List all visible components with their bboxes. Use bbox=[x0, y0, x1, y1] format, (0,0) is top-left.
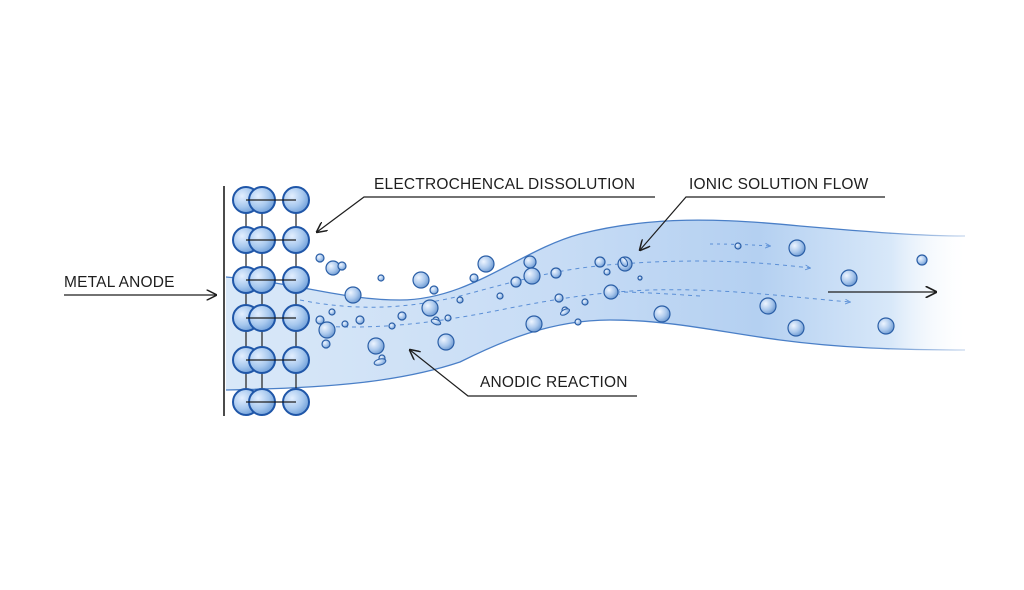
ion-particle bbox=[337, 261, 347, 271]
ion-particle bbox=[318, 321, 336, 339]
ion-particle bbox=[437, 333, 455, 351]
ion-particle bbox=[523, 267, 541, 285]
ion-particle bbox=[734, 242, 742, 250]
dissolved-ions bbox=[315, 239, 928, 366]
ion-particle bbox=[554, 293, 564, 303]
ion-particle bbox=[412, 271, 430, 289]
ion-fragment bbox=[430, 318, 442, 326]
ion-particle bbox=[525, 315, 543, 333]
ion-particle bbox=[603, 284, 619, 300]
ion-particle bbox=[496, 292, 504, 300]
ion-particle bbox=[916, 254, 928, 266]
ion-particle bbox=[328, 308, 336, 316]
ion-particle bbox=[469, 273, 479, 283]
ion-particle bbox=[653, 305, 671, 323]
ion-fragment bbox=[559, 308, 571, 316]
ion-particle bbox=[477, 255, 495, 273]
ion-particle bbox=[840, 269, 858, 287]
ion-particle bbox=[637, 275, 643, 281]
ion-particle bbox=[510, 276, 522, 288]
ion-particle bbox=[367, 337, 385, 355]
flow-streamline-2 bbox=[319, 289, 850, 328]
ionic-solution-flow-leader bbox=[640, 196, 885, 250]
metal-anode-label: METAL ANODE bbox=[64, 274, 175, 291]
ion-particle bbox=[759, 297, 777, 315]
flow-streamline-1 bbox=[299, 260, 810, 308]
ionic-solution-flow-label: IONIC SOLUTION FLOW bbox=[689, 176, 869, 193]
ion-particle bbox=[456, 296, 464, 304]
ion-particle bbox=[574, 318, 582, 326]
ion-fragment bbox=[619, 256, 629, 268]
ion-particle bbox=[444, 314, 452, 322]
ion-particle bbox=[429, 285, 439, 295]
ion-particle bbox=[321, 339, 331, 349]
anodic-reaction-leader bbox=[410, 350, 637, 397]
ion-particle bbox=[341, 320, 349, 328]
ion-particle bbox=[550, 267, 562, 279]
electrochemical-dissolution-leader bbox=[317, 196, 655, 232]
flow-band bbox=[226, 220, 965, 390]
ion-particle bbox=[594, 256, 606, 268]
ion-particle bbox=[377, 274, 385, 282]
ion-particle bbox=[315, 315, 325, 325]
anodic-reaction-label: ANODIC REACTION bbox=[480, 374, 628, 391]
ion-fragment bbox=[373, 358, 387, 366]
annotation-arrows bbox=[64, 196, 936, 397]
ion-particle bbox=[603, 268, 611, 276]
ion-particle bbox=[315, 253, 325, 263]
metal-lattice bbox=[232, 186, 310, 416]
flow-band-bottom-edge bbox=[225, 319, 966, 391]
ion-particle bbox=[397, 311, 407, 321]
ion-particle bbox=[788, 239, 806, 257]
electrochemical-dissolution-label: ELECTROCHENCAL DISSOLUTION bbox=[374, 176, 636, 193]
ion-particle bbox=[877, 317, 895, 335]
flow-streamline-3 bbox=[615, 292, 701, 297]
ion-particle bbox=[388, 322, 396, 330]
ion-particle bbox=[421, 299, 439, 317]
ionic-flow-stream bbox=[225, 219, 966, 391]
ion-particle bbox=[355, 315, 365, 325]
ion-particle bbox=[523, 255, 537, 269]
ion-particle bbox=[344, 286, 362, 304]
ion-particle bbox=[787, 319, 805, 337]
ion-particle bbox=[581, 298, 589, 306]
